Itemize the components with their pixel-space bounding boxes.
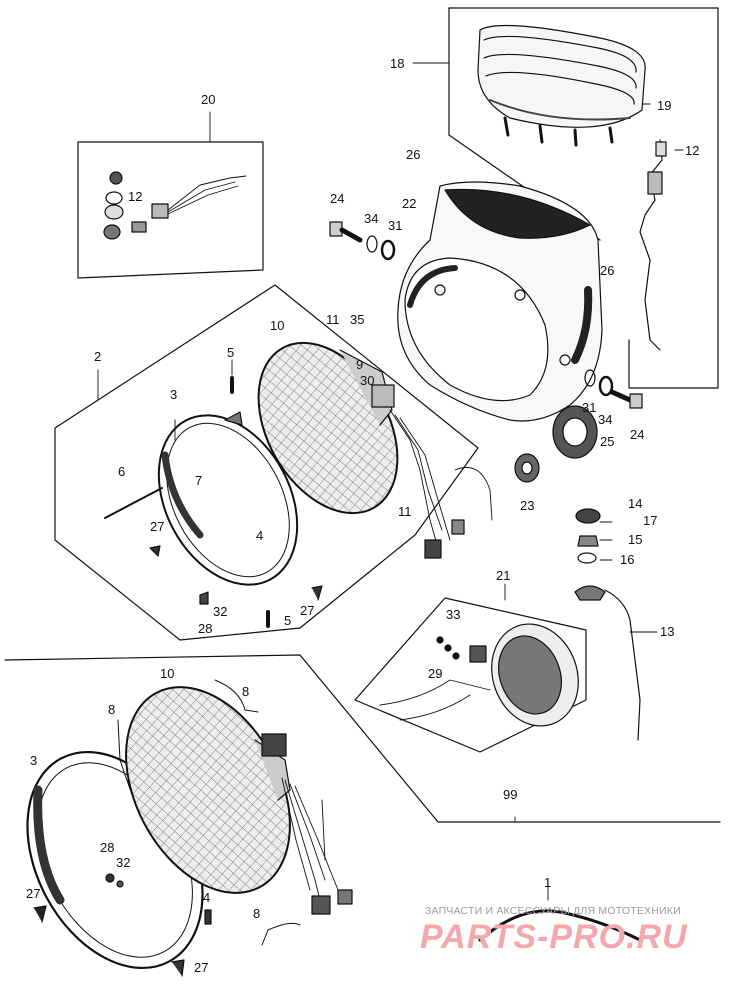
callout-10: 10 <box>270 318 285 333</box>
callout-27: 27 <box>194 960 209 975</box>
group-box-20 <box>77 141 264 279</box>
rim-3-upper <box>157 411 299 586</box>
callout-26: 26 <box>600 263 615 278</box>
washer-32-lower <box>116 880 124 888</box>
bolt-24-right <box>609 389 643 409</box>
callout-20: 20 <box>201 92 216 107</box>
callout-11: 11 <box>398 504 412 519</box>
cable-part-1 <box>478 909 642 942</box>
screw-27-upper-right <box>311 585 323 601</box>
callout-18: 18 <box>390 56 405 71</box>
callout-15: 15 <box>628 532 643 547</box>
callout-5: 5 <box>284 613 292 628</box>
callout-7: 7 <box>195 473 203 488</box>
callout-12: 12 <box>128 189 143 204</box>
callout-35: 35 <box>350 312 365 327</box>
socket-parts-20 <box>103 171 247 240</box>
grommet-23 <box>514 453 540 483</box>
callout-99: 99 <box>503 787 518 802</box>
callout-27: 27 <box>150 519 165 534</box>
group-box-18 <box>448 7 719 389</box>
callout-1: 1 <box>544 875 552 890</box>
screw-6 <box>104 487 163 519</box>
wire-8-top <box>214 679 259 713</box>
screw-27-lower-bottom <box>171 959 185 977</box>
callout-9: 9 <box>356 357 364 372</box>
indicator-wire-13 <box>574 585 641 741</box>
callout-17: 17 <box>643 513 658 528</box>
socket-15 <box>577 535 599 547</box>
callout-2: 2 <box>94 349 102 364</box>
callout-34: 34 <box>598 412 613 427</box>
callout-29: 29 <box>428 666 443 681</box>
sealed-beam-10-lower <box>125 686 353 915</box>
part-21-assembly <box>379 623 579 727</box>
callout-19: 19 <box>657 98 672 113</box>
callout-32: 32 <box>213 604 228 619</box>
group-box-2 <box>54 284 479 641</box>
callout-16: 16 <box>620 552 635 567</box>
callout-22: 22 <box>402 196 417 211</box>
callout-32: 32 <box>116 855 131 870</box>
callout-3: 3 <box>30 753 38 768</box>
watermark-logo: PARTS-PRO.RU <box>420 918 688 956</box>
grommet-25 <box>552 405 598 459</box>
callout-24: 24 <box>330 191 345 206</box>
callout-8: 8 <box>108 702 116 717</box>
speedometer-cable <box>639 139 667 351</box>
watermark-caption: ЗАПЧАСТИ И АКСЕССУАРЫ ДЛЯ МОТОТЕХНИКИ <box>425 905 681 917</box>
nut-28-lower <box>105 873 115 883</box>
sealed-beam-10-upper <box>257 341 493 559</box>
callout-4: 4 <box>203 890 211 905</box>
callout-34: 34 <box>364 211 379 226</box>
callout-11: 11 <box>326 312 340 327</box>
callout-27: 27 <box>300 603 315 618</box>
headlight-case <box>397 181 603 422</box>
callout-27: 27 <box>26 886 41 901</box>
washer-34-top <box>366 235 378 253</box>
screw-27-upper-left <box>149 545 161 557</box>
callout-8: 8 <box>253 906 261 921</box>
callout-14: 14 <box>628 496 643 511</box>
nut-28-upper <box>199 591 209 605</box>
callout-30: 30 <box>360 373 375 388</box>
callout-12: 12 <box>685 143 700 158</box>
bolt-24-top <box>329 221 363 243</box>
wire-8-left <box>117 719 139 811</box>
callout-26: 26 <box>406 147 421 162</box>
callout-31: 31 <box>582 400 597 415</box>
speedometer-housing <box>477 24 646 147</box>
callout-21: 21 <box>496 568 511 583</box>
callout-33: 33 <box>446 607 461 622</box>
callout-25: 25 <box>600 434 615 449</box>
callout-5: 5 <box>227 345 235 360</box>
callout-10: 10 <box>160 666 175 681</box>
washer-31-top <box>380 239 396 261</box>
callout-28: 28 <box>100 840 115 855</box>
indicator-lens-14 <box>575 508 601 524</box>
callout-23: 23 <box>520 498 535 513</box>
callout-8: 8 <box>242 684 250 699</box>
screw-4-lower <box>204 909 212 925</box>
callout-3: 3 <box>170 387 178 402</box>
divider-line-99 <box>4 654 721 823</box>
screw-27-lower-left <box>33 905 47 923</box>
group-box-21 <box>354 597 587 753</box>
callout-24: 24 <box>630 427 645 442</box>
callout-31: 31 <box>388 218 403 233</box>
callout-4: 4 <box>256 528 264 543</box>
callout-6: 6 <box>118 464 126 479</box>
wire-8-bottom <box>261 922 301 946</box>
callout-28: 28 <box>198 621 213 636</box>
callout-13: 13 <box>660 624 675 639</box>
nut-16 <box>577 552 597 564</box>
